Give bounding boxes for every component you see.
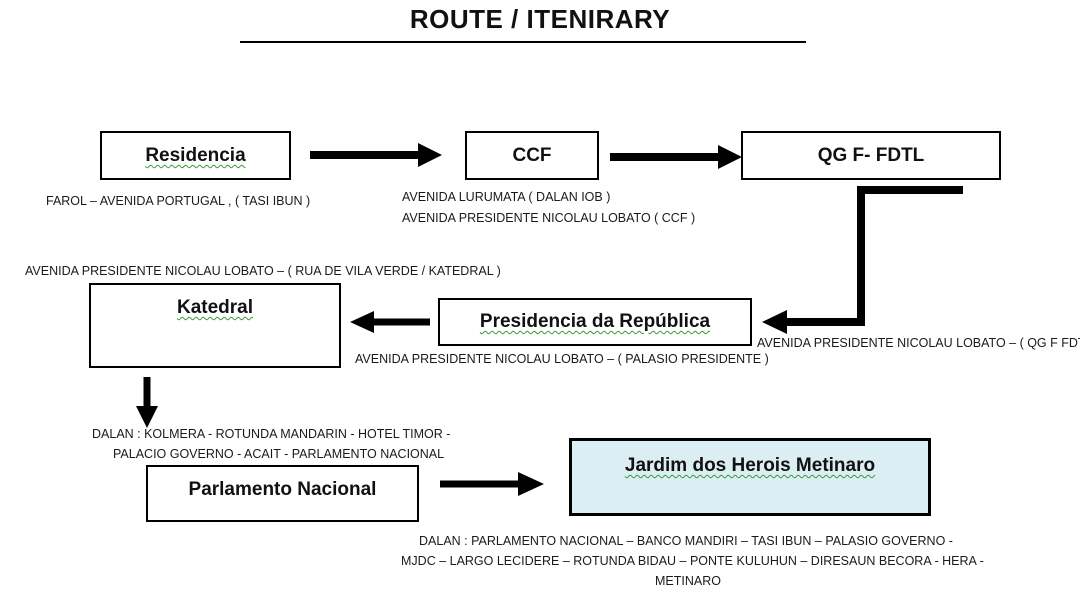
note-ccf-route-2: AVENIDA PRESIDENTE NICOLAU LOBATO ( CCF … xyxy=(402,211,696,225)
note-katedral-route: AVENIDA PRESIDENTE NICOLAU LOBATO – ( RU… xyxy=(25,264,501,278)
box-katedral-label: Katedral xyxy=(176,297,254,318)
arrow-presidencia-to-katedral xyxy=(350,311,430,333)
arrow-residencia-to-ccf xyxy=(310,143,442,167)
box-qg: QG F- FDTL xyxy=(741,131,1001,180)
note-qg-route: AVENIDA PRESIDENTE NICOLAU LOBATO – ( QG… xyxy=(757,336,1080,350)
box-presidencia: Presidencia da República xyxy=(438,298,752,346)
note-jardim-route-3: METINARO xyxy=(655,574,721,588)
note-jardim-route-2: MJDC – LARGO LECIDERE – ROTUNDA BIDAU – … xyxy=(401,554,984,568)
box-ccf: CCF xyxy=(465,131,599,180)
note-presidencia-route: AVENIDA PRESIDENTE NICOLAU LOBATO – ( PA… xyxy=(355,352,769,366)
box-jardim: Jardim dos Herois Metinaro xyxy=(569,438,931,516)
note-jardim-route-1: DALAN : PARLAMENTO NACIONAL – BANCO MAND… xyxy=(419,534,953,548)
note-ccf-route-1: AVENIDA LURUMATA ( DALAN IOB ) xyxy=(402,190,611,204)
arrow-ccf-to-qg xyxy=(610,145,742,169)
box-residencia: Residencia xyxy=(100,131,291,180)
box-jardim-label: Jardim dos Herois Metinaro xyxy=(624,455,876,476)
arrow-qg-to-presidencia xyxy=(762,186,963,334)
arrow-parlamento-to-jardim xyxy=(440,472,544,496)
note-residencia-route: FAROL – AVENIDA PORTUGAL , ( TASI IBUN ) xyxy=(46,194,311,208)
note-parlamento-route-1: DALAN : KOLMERA - ROTUNDA MANDARIN - HOT… xyxy=(92,427,451,441)
box-residencia-label: Residencia xyxy=(145,145,246,166)
box-parlamento: Parlamento Nacional xyxy=(146,465,419,522)
box-katedral: Katedral xyxy=(89,283,341,368)
title-underline xyxy=(240,41,806,43)
box-presidencia-label: Presidencia da República xyxy=(479,311,711,332)
box-qg-label: QG F- FDTL xyxy=(817,145,925,166)
box-parlamento-label: Parlamento Nacional xyxy=(188,479,377,500)
arrow-katedral-to-parlamento xyxy=(136,377,158,428)
note-parlamento-route-2: PALACIO GOVERNO - ACAIT - PARLAMENTO NAC… xyxy=(113,447,445,461)
page-title: ROUTE / ITENIRARY xyxy=(409,4,671,34)
box-ccf-label: CCF xyxy=(512,145,552,166)
